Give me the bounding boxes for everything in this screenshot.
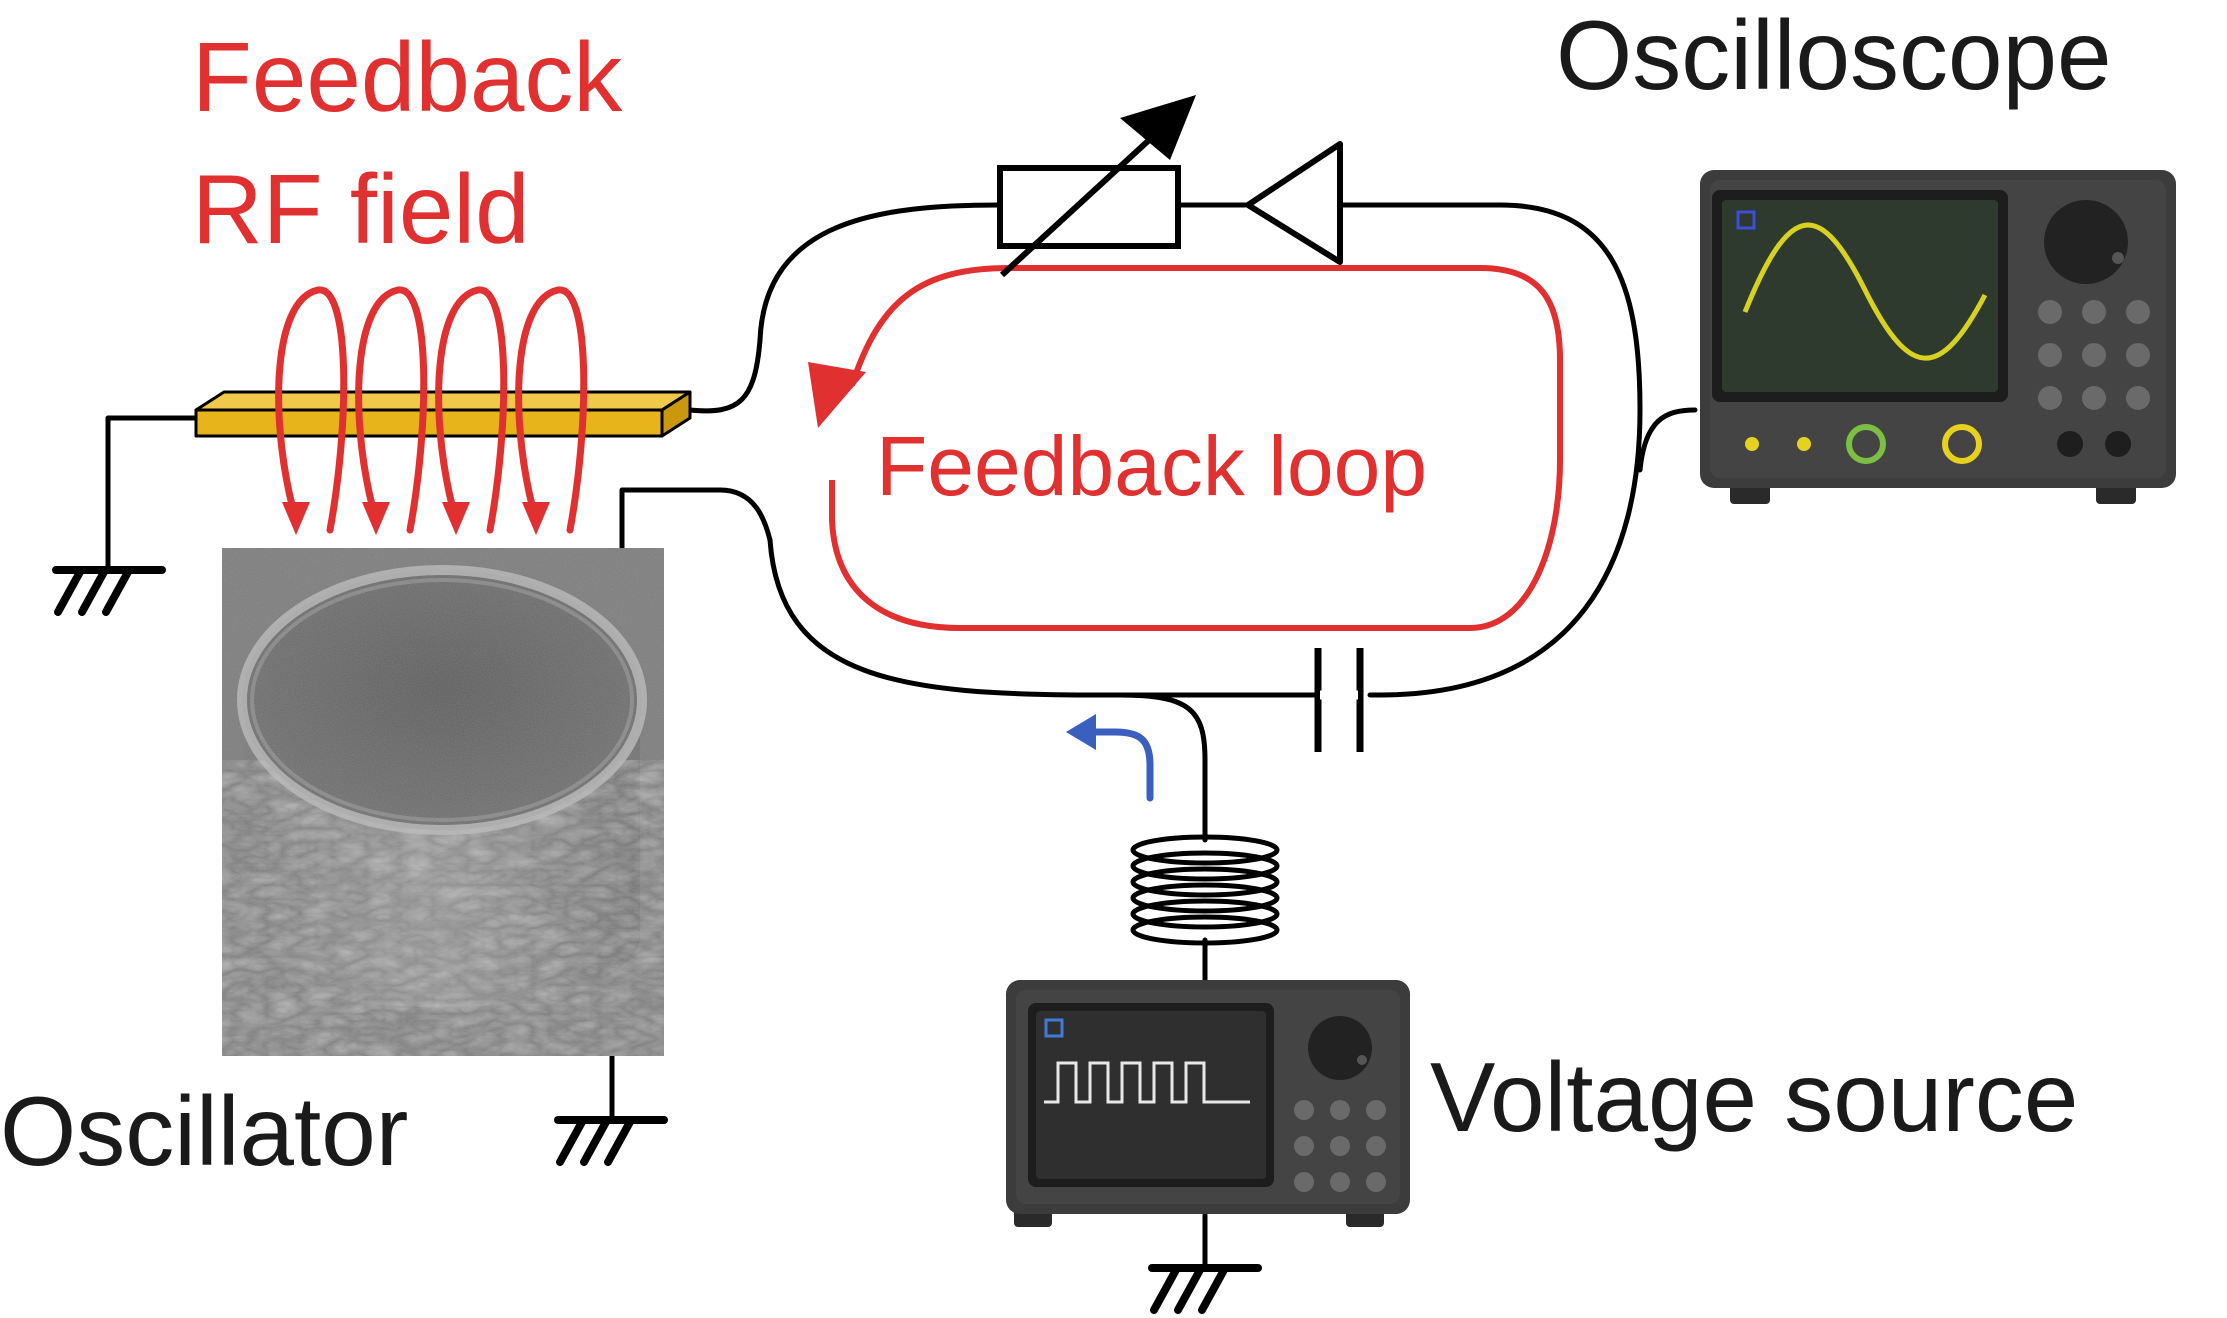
blue-arrowhead-icon	[1066, 714, 1096, 750]
voltage-source-label: Voltage source	[1430, 1042, 2079, 1152]
oscilloscope-label: Oscilloscope	[1556, 0, 2112, 110]
stripline-antenna	[194, 390, 692, 438]
ground-icon	[554, 1116, 668, 1166]
source-button-grid	[1294, 1100, 1386, 1192]
bias-tee-branch-wire	[1117, 692, 1208, 843]
channel-knob-green	[1846, 424, 1886, 464]
function-generator-icon	[1006, 980, 1410, 1227]
stripline-to-loop-wire	[687, 337, 763, 414]
current-direction-arrow	[1086, 728, 1154, 802]
rf-field-line	[435, 286, 508, 534]
circuit-wires	[105, 202, 1698, 1268]
coil-inductor-icon	[1130, 834, 1280, 946]
source-dial-knob	[1308, 1016, 1372, 1080]
oscillator-sem-image	[222, 548, 664, 1056]
rf-field-arrowheads	[282, 502, 550, 535]
oscillator-to-loop-wire	[619, 487, 773, 551]
scope-button-grid	[2038, 300, 2150, 410]
feedback-loop-arrowhead-icon	[808, 362, 866, 428]
feedback-rf-label-line1: Feedback	[192, 22, 623, 132]
feedback-loop-arrow	[829, 265, 1563, 631]
oscilloscope-tap-wire	[1637, 407, 1698, 473]
sine-trace	[1742, 222, 1988, 361]
amplifier-triangle-icon	[1245, 141, 1343, 265]
rf-field-line	[275, 286, 348, 534]
scope-dial-knob	[2044, 200, 2128, 284]
variable-resistor-icon	[997, 95, 1196, 278]
oscilloscope-icon	[1700, 170, 2176, 504]
rf-field-loops	[275, 286, 588, 534]
ground-icon	[52, 566, 166, 616]
ground-icon	[1148, 1264, 1262, 1314]
capacitor-icon	[1314, 648, 1364, 752]
rf-field-line	[515, 286, 588, 534]
arrow-down-icon	[442, 502, 470, 535]
loop-outer-wire	[757, 202, 1643, 698]
feedback-loop-label: Feedback loop	[876, 419, 1428, 513]
rf-field-line	[355, 286, 428, 534]
stripline-ground-lead	[105, 415, 199, 573]
oscillator-label: Oscillator	[0, 1076, 409, 1186]
channel-knob-yellow	[1942, 424, 1982, 464]
arrow-down-icon	[282, 502, 310, 535]
arrow-down-icon	[522, 502, 550, 535]
arrow-down-icon	[362, 502, 390, 535]
square-trace	[1044, 1061, 1250, 1104]
feedback-rf-label-line2: RF field	[192, 154, 530, 264]
